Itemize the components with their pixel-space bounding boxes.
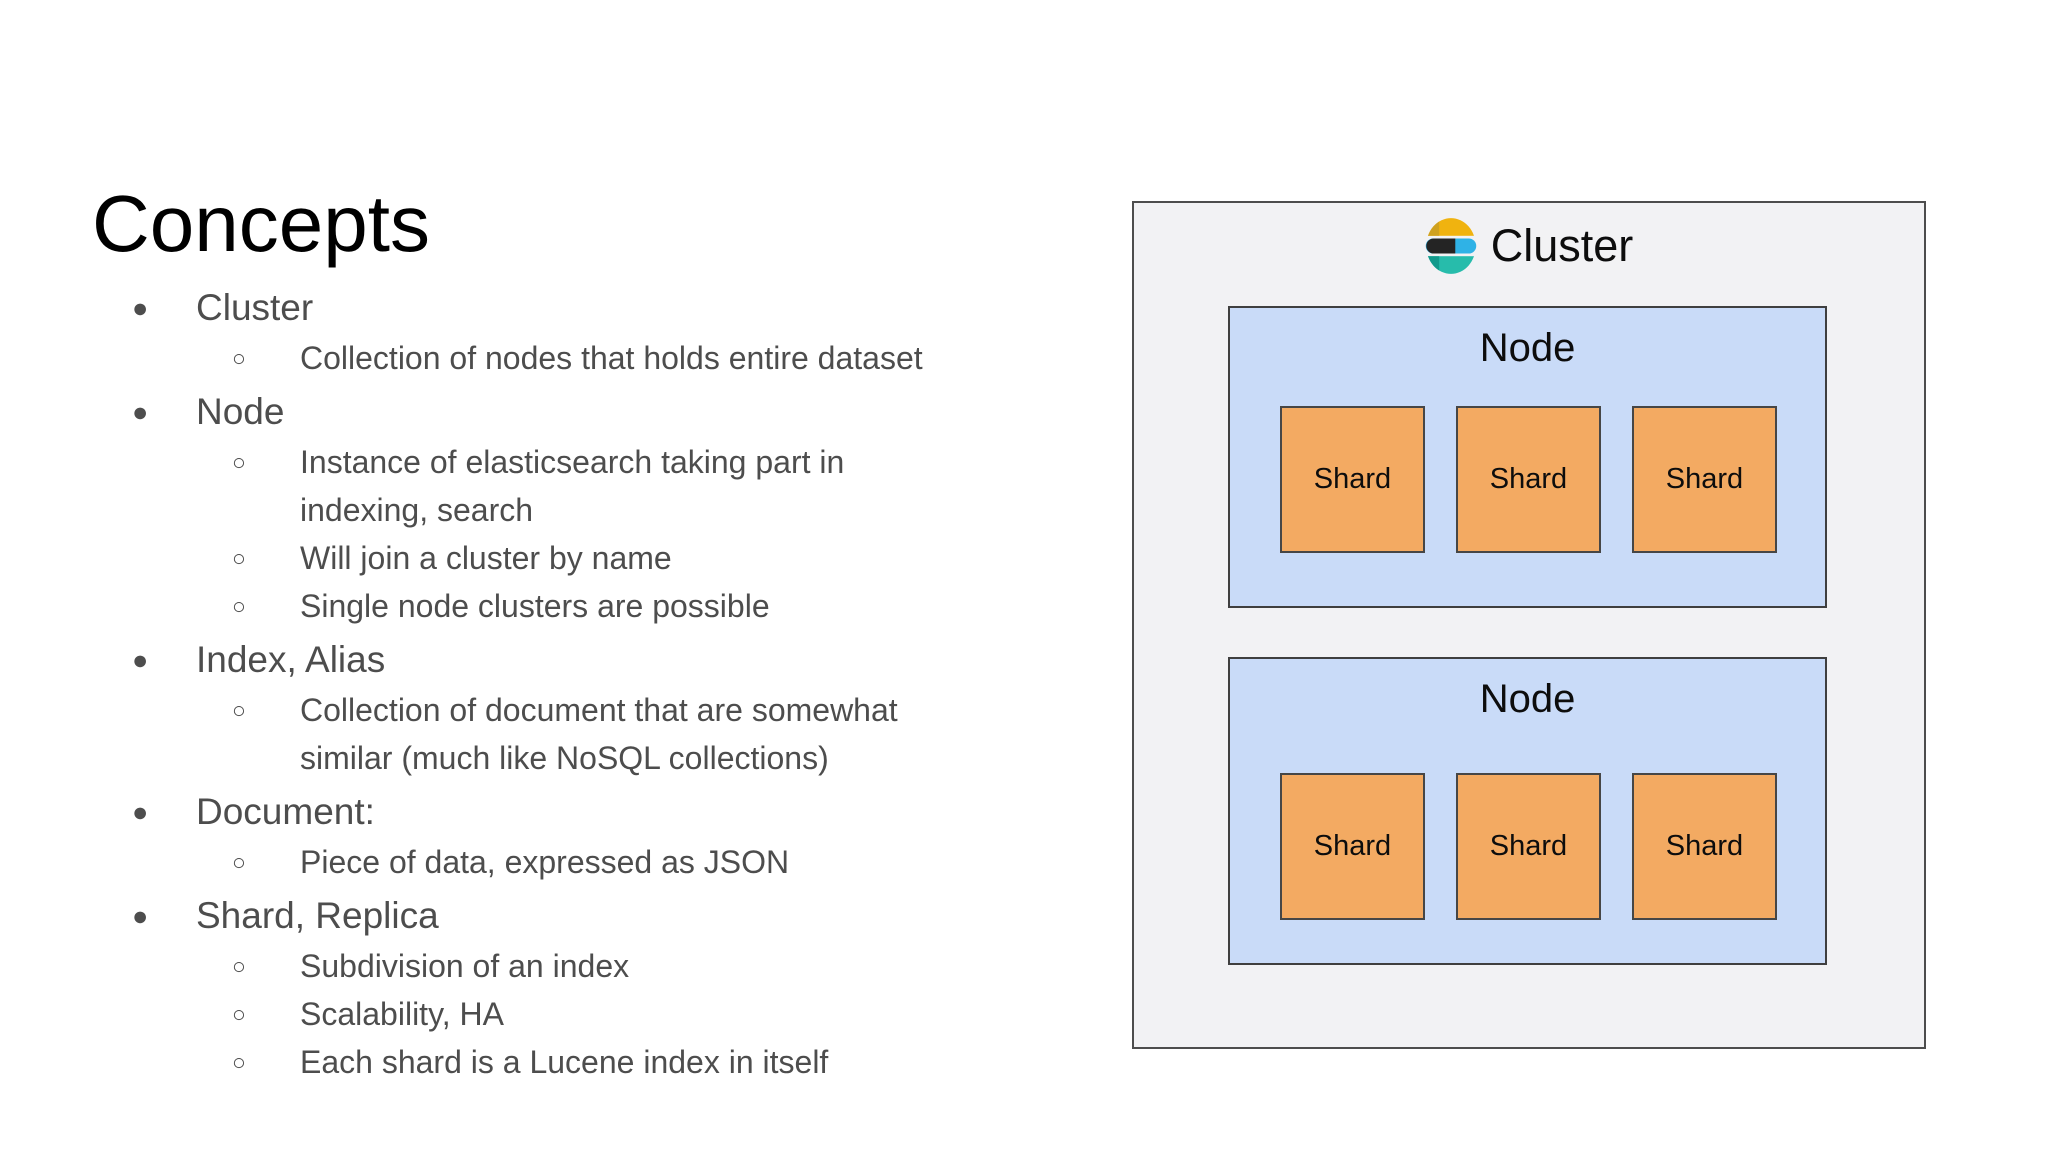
sub-list-item-text: Collection of document that are somewhat [300,692,898,728]
sub-list-item: ○ Piece of data, expressed as JSON [130,838,1090,886]
sub-list-item-text: similar (much like NoSQL collections) [300,740,829,776]
list-item-label: Shard, Replica [196,895,439,936]
concepts-list: ● Cluster ○ Collection of nodes that hol… [130,282,1090,1086]
disc-bullet-icon: ● [132,293,149,323]
sub-list-item: ○ Subdivision of an index [130,942,1090,990]
elasticsearch-logo-icon [1425,218,1476,274]
list-item-label: Cluster [196,287,314,328]
list-item-label: Index, Alias [196,639,386,680]
sub-list-item-text: Will join a cluster by name [300,540,672,576]
cluster-diagram: Cluster Node Shard Shard Shard Node Shar… [1132,201,1926,1049]
sub-list-item-text: Collection of nodes that holds entire da… [300,340,923,376]
circle-bullet-icon: ○ [232,593,246,619]
sub-list-item-text: Each shard is a Lucene index in itself [300,1044,829,1080]
list-item: ● Shard, Replica [130,890,1090,942]
sub-list-item: ○ Collection of nodes that holds entire … [130,334,1090,382]
sub-list-item-text: Single node clusters are possible [300,588,770,624]
sub-list-item: ○ Instance of elasticsearch taking part … [130,438,1090,486]
page-title: Concepts [92,178,430,268]
shard-box: Shard [1632,406,1777,553]
sub-list-item-continuation: indexing, search [130,486,1090,534]
sub-list-item-text: Scalability, HA [300,996,504,1032]
list-item-label: Node [196,391,285,432]
sub-list-item-text: Subdivision of an index [300,948,630,984]
node-box: Node Shard Shard Shard [1228,657,1827,965]
circle-bullet-icon: ○ [232,449,246,475]
shard-row: Shard Shard Shard [1280,773,1777,920]
list-item: ● Index, Alias [130,634,1090,686]
circle-bullet-icon: ○ [232,1001,246,1027]
shard-box: Shard [1280,773,1425,920]
sub-list-item-text: Piece of data, expressed as JSON [300,844,790,880]
sub-list-item: ○ Collection of document that are somewh… [130,686,1090,734]
sub-list-item-text: indexing, search [300,492,534,528]
node-label: Node [1479,326,1576,370]
circle-bullet-icon: ○ [232,849,246,875]
node-label: Node [1479,677,1576,721]
sub-list-item: ○ Single node clusters are possible [130,582,1090,630]
list-item-label: Document: [196,791,375,832]
shard-row: Shard Shard Shard [1280,406,1777,553]
shard-box: Shard [1632,773,1777,920]
shard-box: Shard [1456,773,1601,920]
node-box: Node Shard Shard Shard [1228,306,1827,608]
list-item: ● Cluster [130,282,1090,334]
circle-bullet-icon: ○ [232,697,246,723]
circle-bullet-icon: ○ [232,545,246,571]
sub-list-item-continuation: similar (much like NoSQL collections) [130,734,1090,782]
cluster-label: Cluster [1490,220,1634,271]
circle-bullet-icon: ○ [232,345,246,371]
disc-bullet-icon: ● [132,901,149,931]
circle-bullet-icon: ○ [232,953,246,979]
sub-list-item: ○ Scalability, HA [130,990,1090,1038]
disc-bullet-icon: ● [132,645,149,675]
shard-box: Shard [1280,406,1425,553]
circle-bullet-icon: ○ [232,1049,246,1075]
list-item: ● Node [130,386,1090,438]
list-item: ● Document: [130,786,1090,838]
sub-list-item: ○ Each shard is a Lucene index in itself [130,1038,1090,1086]
disc-bullet-icon: ● [132,397,149,427]
disc-bullet-icon: ● [132,797,149,827]
cluster-header: Cluster [1134,217,1924,275]
sub-list-item-text: Instance of elasticsearch taking part in [300,444,845,480]
sub-list-item: ○ Will join a cluster by name [130,534,1090,582]
shard-box: Shard [1456,406,1601,553]
